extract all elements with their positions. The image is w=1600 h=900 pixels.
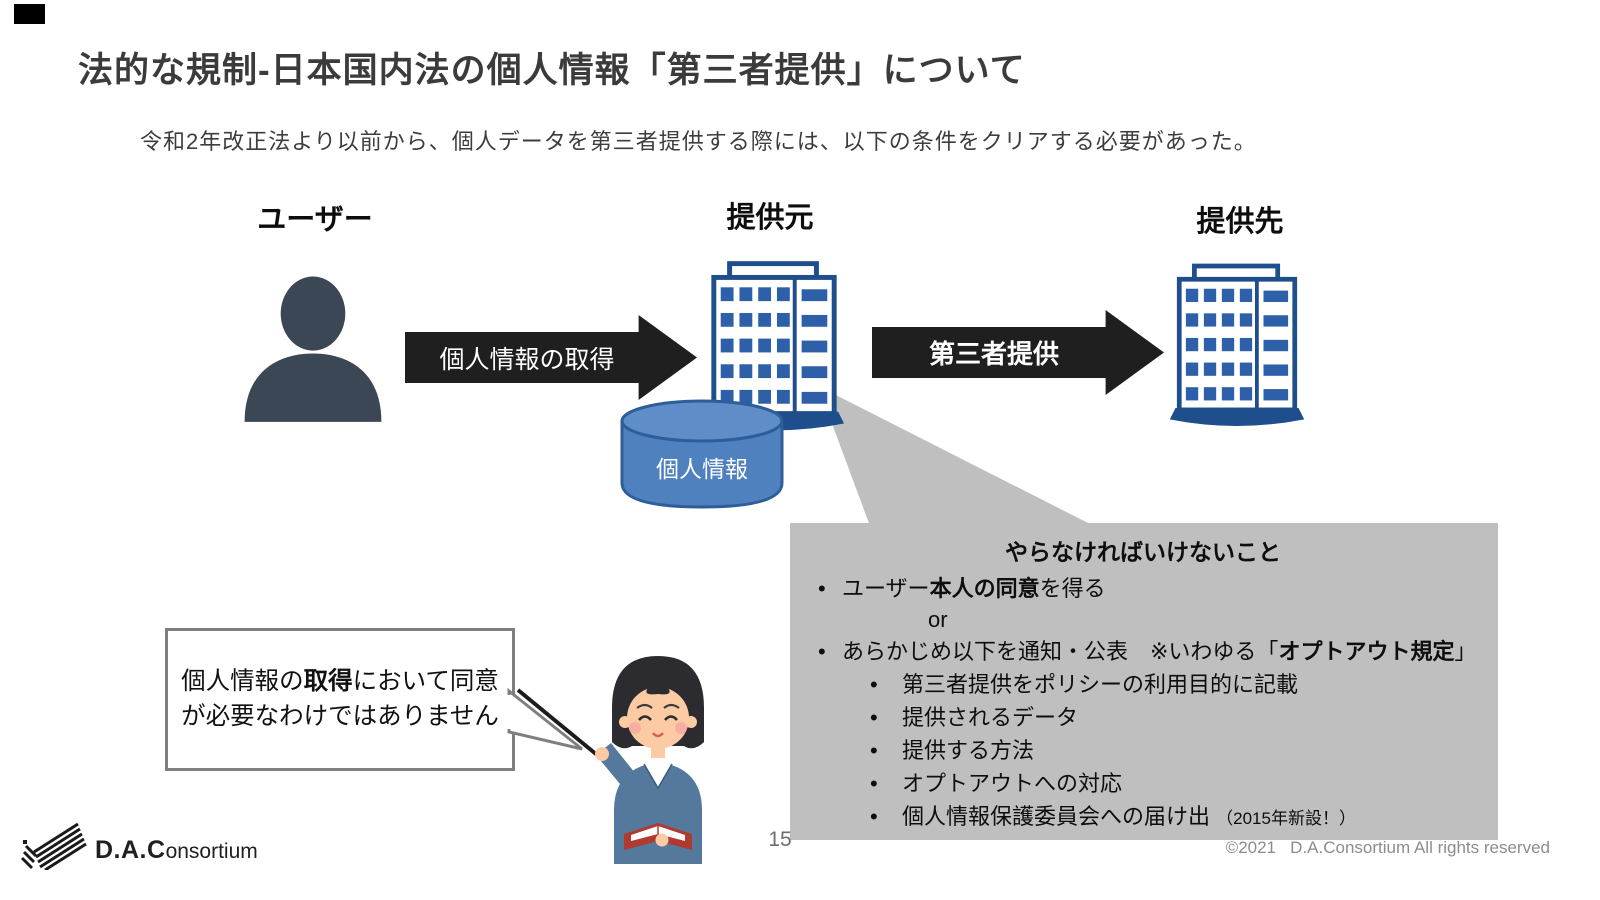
callout-sub-bullet-last: 個人情報保護委員会への届け出 （2015年新設！） [806, 800, 1480, 835]
bubble-line1: 個人情報の取得において同意 [181, 667, 499, 695]
callout-heading: やらなければいけないこと [1005, 539, 1281, 565]
page-number: 15 [768, 828, 792, 851]
user-label: ユーザー [257, 204, 373, 236]
requirements-callout: やらなければいけないこと ユーザー本人の同意を得る or あらかじめ以下を通知・… [790, 523, 1498, 840]
pointer-stick-icon [516, 688, 604, 761]
copyright-text: ©2021 D.A.Consortium All rights reserved [1225, 838, 1550, 857]
teacher-illustration [516, 656, 704, 864]
arrow1-label: 個人情報の取得 [439, 345, 615, 374]
third-party-arrow: 第三者提供 [872, 310, 1164, 395]
acquisition-arrow: 個人情報の取得 [405, 315, 697, 400]
callout-sub-bullet: 提供されるデータ [806, 701, 1480, 734]
callout-sub-bullet: 第三者提供をポリシーの利用目的に記載 [806, 668, 1480, 701]
callout-pointer-triangle [818, 386, 1094, 526]
speech-bubble: 個人情報の取得において同意 が必要なわけではありません [165, 628, 515, 771]
user-silhouette-icon [244, 276, 382, 422]
destination-label: 提供先 [1196, 206, 1284, 238]
dac-stripes-logo-mark [20, 822, 87, 870]
subtitle: 令和2年改正法より以前から、個人データを第三者提供する際には、以下の条件をクリア… [140, 129, 1257, 154]
source-label: 提供元 [726, 202, 814, 234]
speech-bubble-tail [506, 687, 583, 751]
callout-sub-bullet: オプトアウトへの対応 [806, 767, 1480, 800]
database-label: 個人情報 [656, 456, 748, 482]
page-title: 法的な規制-日本国内法の個人情報「第三者提供」について [78, 51, 1026, 90]
corner-mark [14, 4, 45, 24]
callout-note: （2015年新設！） [1216, 809, 1356, 828]
database-cylinder-icon: 個人情報 [620, 399, 784, 509]
logo-text: D.A.Consortium [95, 836, 258, 864]
callout-bullet-consent: ユーザー本人の同意を得る [806, 572, 1480, 605]
arrow2-label: 第三者提供 [928, 339, 1059, 369]
callout-sub-bullet: 提供する方法 [806, 734, 1480, 767]
callout-bullet-optout: あらかじめ以下を通知・公表 ※いわゆる「オプトアウト規定」 [806, 635, 1480, 668]
bubble-line2: が必要なわけではありません [181, 702, 499, 730]
office-building-icon [1169, 263, 1305, 426]
callout-or: or [928, 607, 948, 632]
